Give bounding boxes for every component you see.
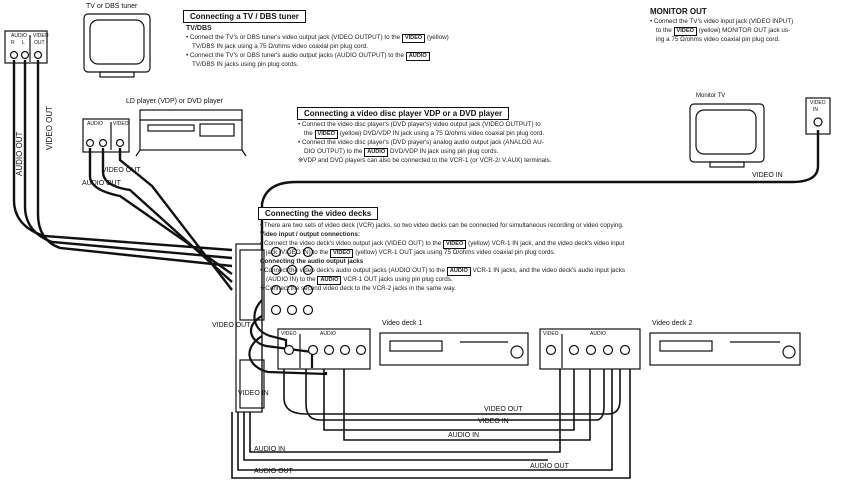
monitor-tv-illustration [689,103,765,168]
ld-dvd-player-illustration [135,109,247,157]
monitor-section-line1: • Connect the TV's video input jack (VID… [650,18,794,25]
tv-section-subtitle: TV/DBS [186,25,212,32]
ld-section-line3: • Connect the video disc player's (DVD p… [298,139,544,146]
tv-jack-r-label: R [11,40,15,46]
monitor-cable [260,130,820,250]
tv-jack-video-label: VIDEO [33,33,49,39]
receiver-cable-bundle [248,299,328,376]
tv-section-line3: • Connect the TV's or DBS tuner's audio … [186,52,430,61]
label-audio-out-vertical: AUDIO OUT [15,131,24,176]
decks-section-heading1: Video input / output connections: [260,231,360,238]
decks-section-line4: • Connect the video deck's audio output … [260,267,625,276]
label-monitor-tv: Monitor TV [696,93,726,99]
video-deck-1-illustration [379,332,529,366]
receiver-jacks [270,246,314,316]
label-video-out-deck: VIDEO OUT [212,322,251,329]
label-video-deck-2: Video deck 2 [652,320,693,327]
decks-section-line5: (AUDIO IN) to the AUDIO VCR-1 OUT jacks … [266,276,453,285]
label-monitor-out: MONITOR OUT [650,7,707,16]
label-bottom-audio-out: AUDIO OUT [254,468,293,475]
ld-jack-audio-label: AUDIO [87,121,103,127]
ld-section-title: Connecting a video disc player VDP or a … [297,107,510,120]
label-video-in-deck: VIDEO IN [238,390,269,397]
tv-section-line1: • Connect the TV's or DBS tuner's video … [186,34,449,43]
tv-dbs-tuner-illustration [83,13,151,78]
ld-jack-video-label: VIDEO [113,121,129,127]
decks-section-line2: • Connect the video deck's video output … [260,240,625,249]
label-bottom-video-in: VIDEO IN [478,418,509,425]
label-bottom-audio-in: AUDIO IN [448,432,480,439]
tv-jack-audio-label: AUDIO [11,33,27,39]
deck-2-jacks [545,344,631,356]
tv-jack-out-label: OUT [34,40,45,46]
monitor-jack-video-label: VIDEO [810,100,826,106]
decks-section-line3: jack (VIDEO IN) to the VIDEO (yellow) VC… [266,249,556,258]
label-video-in-monitor: VIDEO IN [752,172,783,179]
tv-section-line4: TV/DBS IN jacks using pin plug cords. [192,61,299,68]
deck2-jack-video-label: VIDEO [543,331,559,337]
label-video-out-vertical: VIDEO OUT [45,106,54,150]
bottom-cables [231,369,631,479]
label-ld-player: LD player (VDP) or DVD player [126,98,223,105]
ld-cables [88,148,233,291]
ld-section-line5: ※VDP and DVD players can also be connect… [298,157,552,164]
deck2-jack-audio-label: AUDIO [590,331,606,337]
label-tv-dbs-tuner: TV or DBS tuner [86,3,138,10]
ld-section-line4: DIO OUTPUT) to the AUDIO DVD/VDP IN jack… [304,148,499,157]
ld-jack-panel [82,118,130,153]
deck1-jack-audio-label: AUDIO [320,331,336,337]
monitor-section-line2: to the VIDEO (yellow) MONITOR OUT jack u… [656,27,791,36]
decks-section-title: Connecting the video decks [258,207,379,220]
monitor-jack-in-label: IN [813,107,818,113]
decks-section-heading2: Connecting the audio output jacks [260,258,364,265]
tv-section-title: Connecting a TV / DBS tuner [183,10,306,23]
deck1-jack-video-label: VIDEO [281,331,297,337]
video-deck-2-illustration [649,332,801,366]
label-bottom-audio-out-2: AUDIO OUT [530,463,569,470]
decks-section-line1: • There are two sets of video deck (VCR)… [260,222,624,229]
label-ld-audio-out: AUDIO OUT [82,180,121,187]
tv-cables [12,60,233,268]
ld-section-line2: the VIDEO (yellow) DVD/VDP IN jack using… [304,130,545,139]
monitor-section-line3: ing a 75 Ω/ohms video coaxial pin plug c… [656,36,780,43]
label-bottom-audio-in-2: AUDIO IN [254,446,286,453]
tv-jack-l-label: L [22,40,25,46]
label-bottom-video-out: VIDEO OUT [484,406,523,413]
ld-section-line1: • Connect the video disc player's (DVD p… [298,121,541,128]
label-video-deck-1: Video deck 1 [382,320,423,327]
tv-section-line2: TV/DBS IN jack using a 75 Ω/ohms video c… [192,43,368,50]
label-ld-video-out: VIDEO OUT [102,167,141,174]
decks-section-line6: ※Connect the second video deck to the VC… [260,285,456,292]
deck-1-jacks [283,344,367,356]
